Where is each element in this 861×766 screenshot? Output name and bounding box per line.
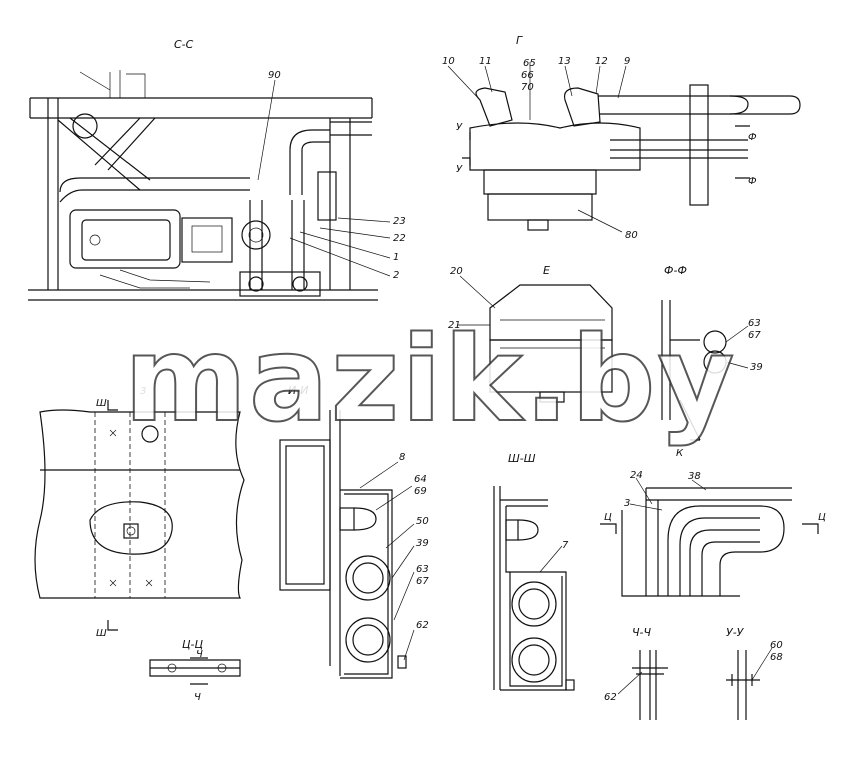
section-title-g: Г [516, 34, 523, 47]
cut-mark-u-bottom: У [456, 164, 463, 175]
cut-mark-f-bottom: Ф [748, 176, 757, 187]
callout-67-ff: 67 [748, 330, 761, 341]
callout-3-sh: 3 [140, 386, 146, 397]
callout-80: 80 [625, 230, 638, 241]
callout-13: 13 [558, 56, 571, 67]
callout-11: 11 [479, 56, 492, 67]
view-tsts: Ц-Ц Ч Ч [149, 638, 241, 703]
section-title-tsts: Ц-Ц [182, 638, 204, 651]
section-title-ii: И-И [288, 384, 308, 397]
callout-10: 10 [442, 56, 455, 67]
section-title-cc: С-С [174, 38, 194, 51]
view-uu: У-У 60 68 [726, 626, 783, 720]
callout-9: 9 [624, 56, 630, 67]
section-title-e: Е [543, 264, 550, 277]
cut-mark-ts-left: Ц [604, 512, 612, 523]
view-ff: Ф-Ф 63 67 39 К [661, 264, 763, 459]
view-e: Е 20 21 [448, 264, 613, 403]
section-title-shsh: Ш-Ш [508, 452, 536, 465]
callout-8: 8 [399, 452, 405, 463]
view-ii: И-И 8 64 69 50 39 63 67 62 [279, 384, 429, 679]
watermark-text: mazik.by [124, 310, 736, 448]
callout-66: 66 [521, 70, 534, 81]
callout-23: 23 [393, 216, 406, 227]
callout-39-ff: 39 [750, 362, 763, 373]
view-bent-pipes: 24 38 3 Ц Ц [600, 470, 826, 597]
cut-mark-ts-right: Ц [818, 512, 826, 523]
cut-mark-sh-top: Ш [96, 398, 107, 409]
cut-mark-u-top: У [456, 122, 463, 133]
callout-63-ff: 63 [748, 318, 761, 329]
callout-65: 65 [523, 58, 536, 69]
cut-mark-k: К [676, 448, 684, 459]
callout-2: 2 [393, 270, 399, 281]
callout-39-ii: 39 [416, 538, 429, 549]
callout-12: 12 [595, 56, 608, 67]
view-chch: Ч-Ч 62 [604, 626, 668, 720]
callout-70: 70 [521, 82, 534, 93]
callout-38: 38 [688, 471, 701, 482]
callout-63-ii: 63 [416, 564, 429, 575]
callout-62-ii: 62 [416, 620, 429, 631]
callout-20: 20 [450, 266, 463, 277]
callout-90-cc: 90 [268, 70, 281, 81]
callout-60: 60 [770, 640, 783, 651]
view-g: Г 10 11 65 66 70 13 12 9 80 У У Ф Ф [442, 34, 801, 241]
cut-mark-ch-bottom: Ч [194, 692, 201, 703]
cut-mark-sh-bottom: Ш [96, 628, 107, 639]
view-sh: Ш 3 Ш [34, 386, 245, 639]
callout-64: 64 [414, 474, 427, 485]
callout-21: 21 [448, 320, 461, 331]
section-title-ff: Ф-Ф [664, 264, 687, 277]
callout-24: 24 [630, 470, 643, 481]
section-title-uu: У-У [726, 626, 745, 639]
view-cc: С-С 90 23 22 1 2 [28, 38, 406, 301]
callout-67-ii: 67 [416, 576, 429, 587]
cut-mark-f-top: Ф [748, 132, 757, 143]
callout-7: 7 [562, 540, 569, 551]
callout-1: 1 [393, 252, 399, 263]
cut-mark-ch-top: Ч [196, 649, 203, 660]
callout-50: 50 [416, 516, 429, 527]
callout-3-bent: 3 [624, 498, 630, 509]
view-shsh: Ш-Ш 7 [493, 452, 575, 691]
callout-68: 68 [770, 652, 783, 663]
callout-62-chch: 62 [604, 692, 617, 703]
callout-69: 69 [414, 486, 427, 497]
section-title-chch: Ч-Ч [632, 626, 652, 639]
callout-22: 22 [393, 233, 406, 244]
